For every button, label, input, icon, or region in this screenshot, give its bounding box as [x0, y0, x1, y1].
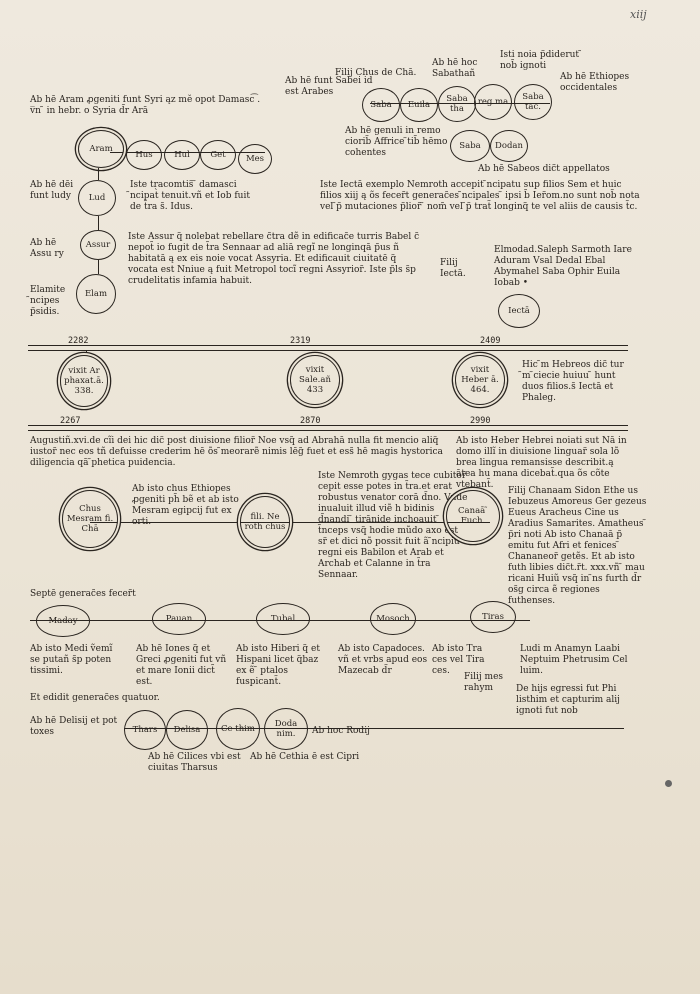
circle-nemroth: fili. Ne roth chus — [240, 496, 290, 548]
circle-tiras: Tiras — [470, 601, 516, 633]
circle-dodanim: Doda nim. — [264, 708, 308, 750]
circle-regma: reg ma — [474, 84, 512, 120]
elam-label: Elamite ̃ncipes p̃sidis. — [30, 285, 66, 317]
circle-assur: Assur — [80, 230, 116, 260]
lud-label: Ab hē dēi funt ludy — [30, 180, 74, 201]
connector-line — [90, 522, 490, 523]
assur-label: Ab hē Assu ry — [30, 238, 64, 259]
lud-note: Iste tracomtis̃ ̃ damasci ̃ncipat̀ tenui… — [130, 180, 250, 212]
label-capadoces: Ab isto Capadoces. vñ et vrbs apud eos … — [338, 644, 428, 676]
circle-chus-mesram: Chus Mesram fi. Chā — [62, 490, 118, 548]
circle-dodan: Dodan — [490, 130, 528, 162]
label-medi: Ab isto Medi ṽemĩ se putañ s̃p poten … — [30, 644, 113, 676]
folio-number: xiij — [630, 8, 647, 21]
label-ludim: Ludi m Anamyn Laabi Neptuim Phetrusim Ce… — [520, 644, 628, 676]
ignoti-heading: Isti noia p̃diderut ̃ nob̃ ignoti — [500, 50, 582, 71]
circle-tubal: Tubal — [256, 603, 310, 635]
heber-note: Hic ̃m Hebreos dic̃ tur ̃m ̃ciecie huiuu… — [522, 360, 624, 403]
connector-line — [98, 260, 99, 274]
year-number: 2870 — [300, 416, 321, 426]
circle-delisa: Delisa — [166, 710, 208, 750]
circle-euila: Euila — [400, 88, 438, 122]
sabathan-heading: Ab hē hoc Sabathañ — [432, 58, 478, 79]
circle-cethim: Ce thim — [216, 708, 260, 750]
sabei-label: Ab hē funt Sabei id est Arabes — [285, 76, 373, 97]
label-filij-mesrahym: Filij mes rahym — [464, 672, 504, 693]
circle-lud: Lud — [78, 180, 116, 216]
circle-canaan-fuch: Canaā ̃ Fuch. — [446, 490, 500, 542]
label-philisthim: De hijs egressi fut Phi listhim et captu… — [516, 684, 620, 716]
assur-note: Iste Assur q̃ nolebat rebellare c̃tra de… — [128, 232, 420, 286]
year-number: 2282 — [68, 336, 89, 346]
aram-header: Ab hē Aram ꝓgeniti funt Syri ąz mĕ opot… — [30, 95, 261, 116]
circle-saba: Saba — [362, 88, 400, 122]
label-traces: Ab isto Tra ces vel Tira ces. — [432, 644, 485, 676]
circle-arphaxat: vixit Ar phaxat.ā. 338. — [60, 355, 108, 407]
circle-sabatha: Saba tha — [438, 86, 476, 122]
circle-sale: vixit Sale.añ 433 — [290, 355, 340, 405]
connector-line — [98, 216, 99, 230]
label-iones: Ab hē Iones q̃ et Greci ꝓgeniti fut vñ … — [136, 644, 227, 687]
ethiopes-label: Ab hē Ethiopes occidentales — [560, 72, 630, 93]
circle-saba-2: Saba — [450, 130, 490, 162]
connector-line — [98, 168, 99, 180]
circle-mosoch: Mosoch — [370, 603, 416, 635]
genealogy-rule — [28, 425, 628, 426]
circle-heber: vixit Heber ā. 464. — [455, 355, 505, 405]
connector-line — [86, 350, 87, 355]
circle-mes: Mes — [238, 144, 272, 174]
cilices-label: Ab hē Cilices vbi est ciuitas Tharsus — [148, 752, 241, 773]
label-hiberi: Ab isto Hiberi q̃ et Hispani licet q̃baz… — [236, 644, 320, 687]
circle-hus: Hus — [126, 140, 162, 170]
quatuor-label: Et edidit generac̃es quatuor. — [30, 693, 160, 703]
genealogy-rule — [28, 430, 628, 431]
circle-thars: Thars — [124, 710, 166, 750]
year-number: 2990 — [470, 416, 491, 426]
circle-maday: Maday — [36, 605, 90, 637]
circle-pauan: Pauan — [152, 603, 206, 635]
circle-get: Get — [200, 140, 236, 170]
year-number: 2267 — [60, 416, 81, 426]
genuli-note: Ab hē genuli in remo ciorib̃ Affrice ̃ti… — [345, 126, 448, 158]
cethia-label: Ab hē Cethia ē est Cipri — [250, 752, 360, 762]
chanaan-note: Filij Chanaam Sidon Ethe us Iebuzeus Amo… — [508, 486, 647, 606]
iectan-sons-list: Elmodad.Saleph Sarmoth Iare Aduram Vsal … — [494, 245, 632, 288]
nemroth-note-top: Iste Nemroth gygas tece cubitor̃ cepit e… — [318, 471, 468, 580]
sabeos-label: Ab hē Sabeos dic̃t appellatos — [478, 164, 610, 174]
iectan-note: Iste Iectā exemplo Nemroth accepit ̃ncip… — [320, 180, 640, 212]
filij-iectan-label: Filij Iectā. — [440, 258, 466, 279]
filij-chus-heading: Filij Chus de Chā. — [335, 68, 417, 78]
circle-elam: Elam — [76, 274, 116, 314]
genealogy-rule — [28, 350, 628, 351]
delisi-label: Ab hē Delisij et pot toxes — [30, 716, 118, 737]
year-number: 2409 — [480, 336, 501, 346]
rodij-label: Ab hoc Rodij — [312, 726, 370, 736]
augustine-note: Augustiñ.xvi.de cĩi dei hic dic̃ post … — [30, 436, 443, 468]
heber-origin-note: Ab isto Heber Hebrei noiati sut Nā in do… — [456, 436, 627, 490]
circle-iectan: Iectā — [498, 294, 540, 328]
genealogy-rule — [124, 728, 624, 729]
circle-hul: Hul — [164, 140, 200, 170]
year-number: 2319 — [290, 336, 311, 346]
septem-heading: Septē generac̃es fecer̃t — [30, 589, 136, 599]
circle-sabatac: Saba tac. — [514, 84, 552, 120]
genealogy-rule — [28, 345, 628, 346]
ink-blot — [665, 780, 672, 787]
circle-aram: Aram — [78, 130, 124, 168]
